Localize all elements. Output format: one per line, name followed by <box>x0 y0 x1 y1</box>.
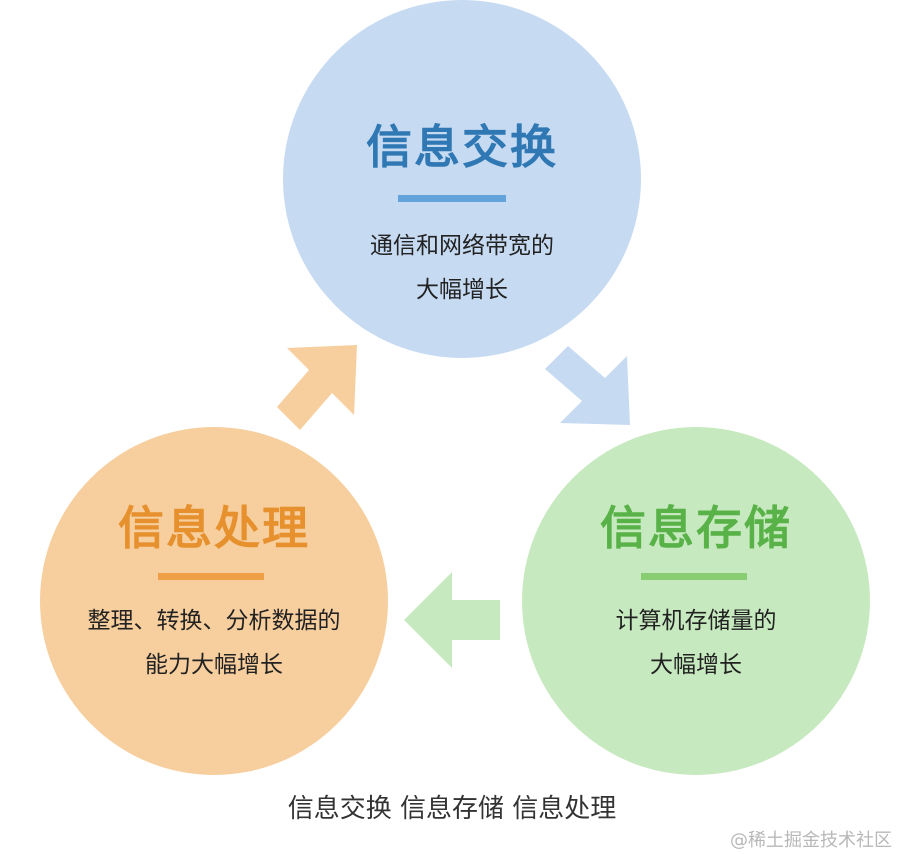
watermark: @稀土掘金技术社区 <box>730 830 892 851</box>
node-processing-desc: 整理、转换、分析数据的 能力大幅增长 <box>40 599 388 687</box>
node-storage-divider <box>641 573 747 580</box>
node-processing-desc-line2: 能力大幅增长 <box>145 652 283 678</box>
node-storage: 信息存储 计算机存储量的 大幅增长 <box>522 427 870 775</box>
node-exchange-desc-line2: 大幅增长 <box>416 277 508 303</box>
node-storage-desc-line1: 计算机存储量的 <box>615 608 777 634</box>
node-processing-title: 信息处理 <box>118 501 310 555</box>
node-exchange-desc: 通信和网络带宽的 大幅增长 <box>283 224 641 312</box>
node-storage-title: 信息存储 <box>600 501 792 555</box>
node-exchange-title: 信息交换 <box>366 120 558 174</box>
node-storage-desc: 计算机存储量的 大幅增长 <box>522 599 870 687</box>
node-exchange: 信息交换 通信和网络带宽的 大幅增长 <box>283 0 641 358</box>
node-exchange-divider <box>398 195 506 202</box>
node-processing-desc-line1: 整理、转换、分析数据的 <box>87 608 341 634</box>
node-processing-divider <box>158 573 264 580</box>
arrow-processing-to-exchange-icon <box>277 345 357 430</box>
node-exchange-desc-line1: 通信和网络带宽的 <box>370 233 554 259</box>
node-storage-desc-line2: 大幅增长 <box>650 652 742 678</box>
arrow-exchange-to-storage-icon <box>545 346 630 425</box>
node-processing: 信息处理 整理、转换、分析数据的 能力大幅增长 <box>40 427 388 775</box>
figure-caption: 信息交换 信息存储 信息处理 <box>287 794 617 824</box>
arrow-storage-to-processing-icon <box>404 572 500 668</box>
